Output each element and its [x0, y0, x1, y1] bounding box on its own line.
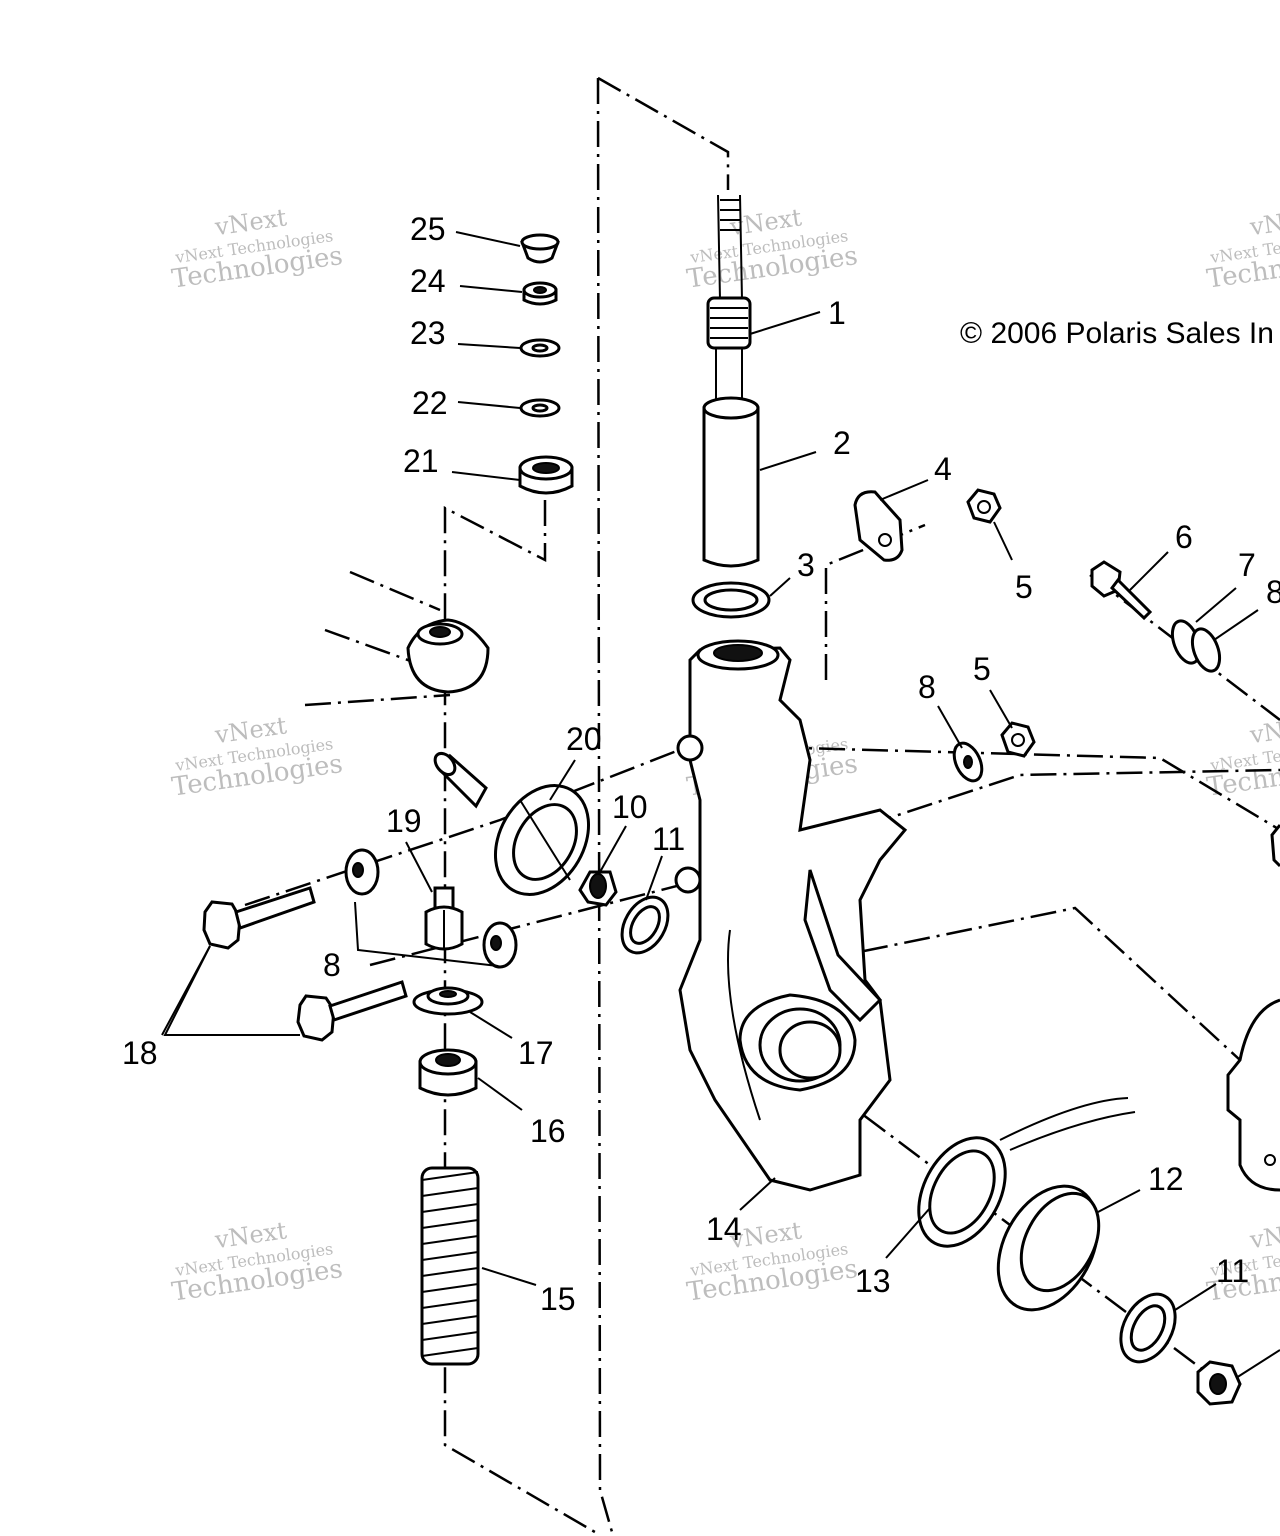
callout-24: 24	[410, 263, 446, 299]
part-18-bolt-upper	[202, 886, 316, 950]
callout-22: 22	[412, 385, 448, 421]
part-25-cap	[520, 233, 560, 264]
callout-5-lower: 5	[973, 651, 991, 687]
watermark-1: vNext vNext Technologies Technologies	[170, 203, 345, 294]
callout-25: 25	[410, 211, 446, 247]
callout-16: 16	[530, 1113, 566, 1149]
svg-text:vNext: vNext	[1247, 1216, 1280, 1254]
callout-1: 1	[828, 295, 846, 331]
callout-15: 15	[540, 1281, 576, 1317]
part-7-washer	[1170, 619, 1222, 673]
part-20-seal	[493, 784, 591, 896]
part-18-bolt-lower	[296, 980, 408, 1042]
watermark-3: vNext vNext Technologies Technologies	[1205, 203, 1280, 294]
callout-18: 18	[122, 1035, 158, 1071]
callout-10: 10	[612, 789, 648, 825]
callout-7: 7	[1238, 547, 1256, 583]
part-8-washer-upper-left	[344, 848, 380, 896]
part-24-nut	[522, 281, 558, 306]
callout-2: 2	[833, 425, 851, 461]
part-22-washer	[519, 398, 561, 418]
part-16-bushing	[418, 1048, 478, 1097]
frame-bushing	[406, 618, 490, 694]
svg-text:vNext: vNext	[1247, 203, 1280, 241]
watermark-4: vNext vNext Technologies Technologies	[170, 711, 345, 802]
part-19-fitting	[424, 886, 464, 951]
callout-19: 19	[386, 803, 422, 839]
part-10-cone	[578, 870, 618, 907]
part-14-spindle	[674, 639, 908, 1192]
callout-8-left: 8	[323, 947, 341, 983]
callout-5-upper: 5	[1015, 569, 1033, 605]
part-13-shield	[917, 1097, 1136, 1248]
callout-23: 23	[410, 315, 446, 351]
callout-14: 14	[706, 1211, 742, 1247]
castle-nut	[1196, 1360, 1242, 1406]
hub-partial	[1226, 824, 1280, 1192]
callout-13: 13	[855, 1263, 891, 1299]
part-11-race-left	[620, 895, 670, 955]
callout-11-right: 11	[1216, 1253, 1249, 1289]
callout-17: 17	[518, 1035, 554, 1071]
bushing-pin	[433, 751, 488, 809]
part-12-race	[996, 1184, 1101, 1312]
callout-21: 21	[403, 443, 439, 479]
callout-4: 4	[934, 451, 952, 487]
part-17-nut	[412, 986, 484, 1016]
part-15-spring	[420, 1166, 480, 1366]
callout-3: 3	[797, 547, 815, 583]
part-4-bracket	[853, 490, 904, 562]
callout-8-right-edge: 8	[1266, 574, 1280, 610]
watermark-7: vNext vNext Technologies Technologies	[170, 1216, 345, 1307]
callout-6: 6	[1175, 519, 1193, 555]
callout-8-right: 8	[918, 669, 936, 705]
leader-lines	[161, 231, 1280, 1379]
callouts: 25 24 23 22 21 1 2 3 4 5 5 6 7 8 8 20 10…	[122, 211, 1280, 1317]
callout-11-left: 11	[652, 821, 685, 857]
part-3-ring	[691, 581, 771, 619]
part-8-washer-lower-left	[482, 921, 518, 969]
part-8-washer-right	[952, 741, 984, 783]
part-23-washer	[519, 338, 561, 358]
part-5-nut-lower	[1000, 721, 1036, 758]
part-1-2-strut	[702, 194, 760, 568]
callout-20: 20	[566, 721, 602, 757]
part-6-bolt	[1090, 560, 1153, 621]
watermark-2: vNext vNext Technologies Technologies	[685, 203, 860, 294]
part-21-bushing	[518, 455, 574, 495]
callout-12: 12	[1148, 1161, 1184, 1197]
part-5-nut-upper	[966, 488, 1002, 524]
part-11-race-right	[1119, 1292, 1177, 1364]
copyright-notice: © 2006 Polaris Sales In	[960, 317, 1274, 350]
